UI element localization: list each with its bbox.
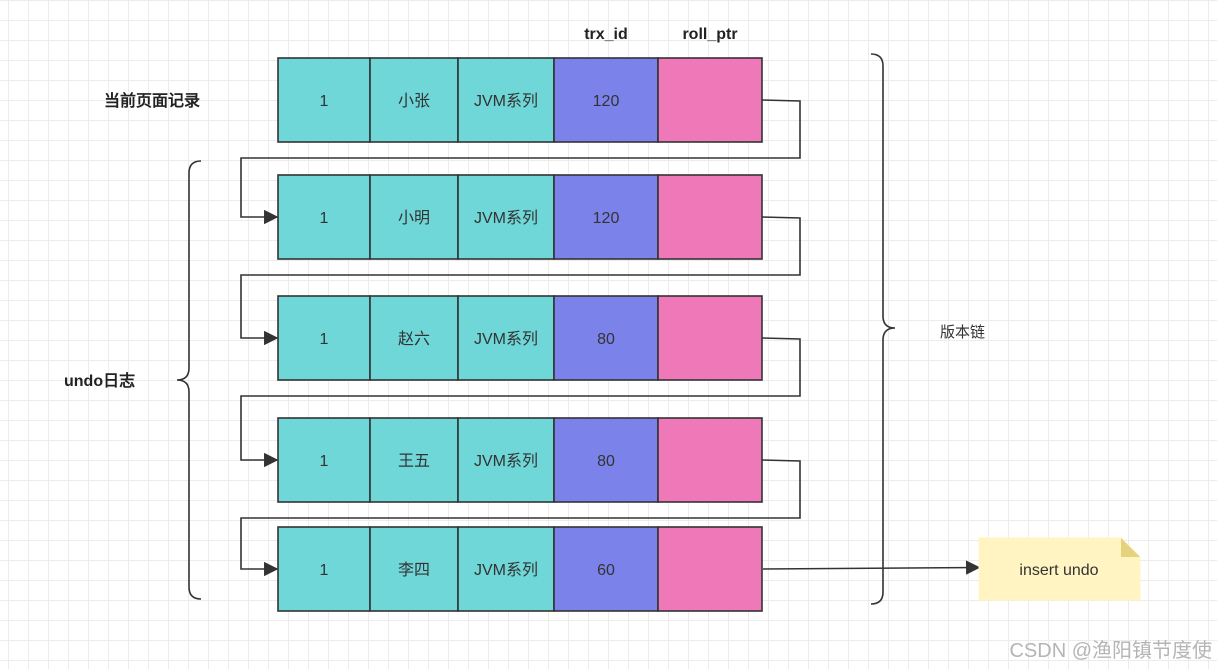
insert-undo-arrow [762,560,981,575]
version-chain-label: 版本链 [940,324,985,341]
roll-ptr-arrow [240,459,801,577]
cell-name [369,417,459,503]
cell-roll-ptr [657,526,763,612]
header-trx-id: trx_id [584,26,628,43]
cell-name [369,295,459,381]
version-chain-brace [870,53,896,605]
cell-trx-id [553,526,659,612]
cell-trx-id [553,295,659,381]
cell-id-text: 1 [320,93,329,110]
cell-id [277,417,371,503]
cell-trx-id-text: 80 [597,453,615,470]
cell-id [277,174,371,260]
csdn-watermark: CSDN @渔阳镇节度使 [1009,639,1212,662]
cell-trx-id [553,417,659,503]
record-row: 1 赵六 JVM系列 80 [277,295,763,381]
cell-roll-ptr [657,295,763,381]
cell-name-text: 小明 [398,209,430,227]
cell-name-text: 王五 [398,453,430,470]
undo-log-brace [176,160,202,600]
roll-ptr-links [240,99,801,577]
roll-ptr-arrow [240,337,801,468]
roll-ptr-arrow [240,99,801,225]
record-row: 1 小张 JVM系列 120 [277,57,763,143]
cell-name-text: 小张 [398,92,430,110]
cell-id-text: 1 [320,562,329,579]
roll-ptr-arrow [240,216,801,346]
cell-trx-id [553,174,659,260]
insert-undo-label: insert undo [1019,562,1098,579]
cell-id-text: 1 [320,210,329,227]
cell-name-text: 赵六 [398,330,430,348]
cell-course [457,174,555,260]
record-rows: 1 小张 JVM系列 120 1 小明 JVM系列 120 1 赵六 JVM系列 80 1 王五 JVM系列… [277,57,763,612]
undo-log-label: undo日志 [64,371,135,390]
cell-id [277,57,371,143]
cell-trx-id-text: 60 [597,562,615,579]
cell-course-text: JVM系列 [474,561,538,579]
cell-trx-id-text: 120 [593,93,620,110]
cell-roll-ptr [657,57,763,143]
cell-course-text: JVM系列 [474,92,538,110]
header-roll-ptr: roll_ptr [682,26,737,43]
record-row: 1 小明 JVM系列 120 [277,174,763,260]
cell-course [457,57,555,143]
cell-name [369,174,459,260]
cell-course [457,526,555,612]
cell-id-text: 1 [320,331,329,348]
cell-name [369,526,459,612]
cell-name [369,57,459,143]
note-fold [1121,538,1140,557]
cell-trx-id-text: 120 [593,210,620,227]
cell-course-text: JVM系列 [474,209,538,227]
cell-name-text: 李四 [398,561,430,579]
cell-roll-ptr [657,417,763,503]
cell-course-text: JVM系列 [474,330,538,348]
cell-id-text: 1 [320,453,329,470]
note-body [978,537,1141,601]
record-row: 1 王五 JVM系列 80 [277,417,763,503]
current-record-label: 当前页面记录 [104,91,200,110]
cell-course-text: JVM系列 [474,452,538,470]
cell-roll-ptr [657,174,763,260]
insert-undo-note: insert undo [978,537,1141,601]
cell-trx-id-text: 80 [597,331,615,348]
record-row: 1 李四 JVM系列 60 [277,526,763,612]
